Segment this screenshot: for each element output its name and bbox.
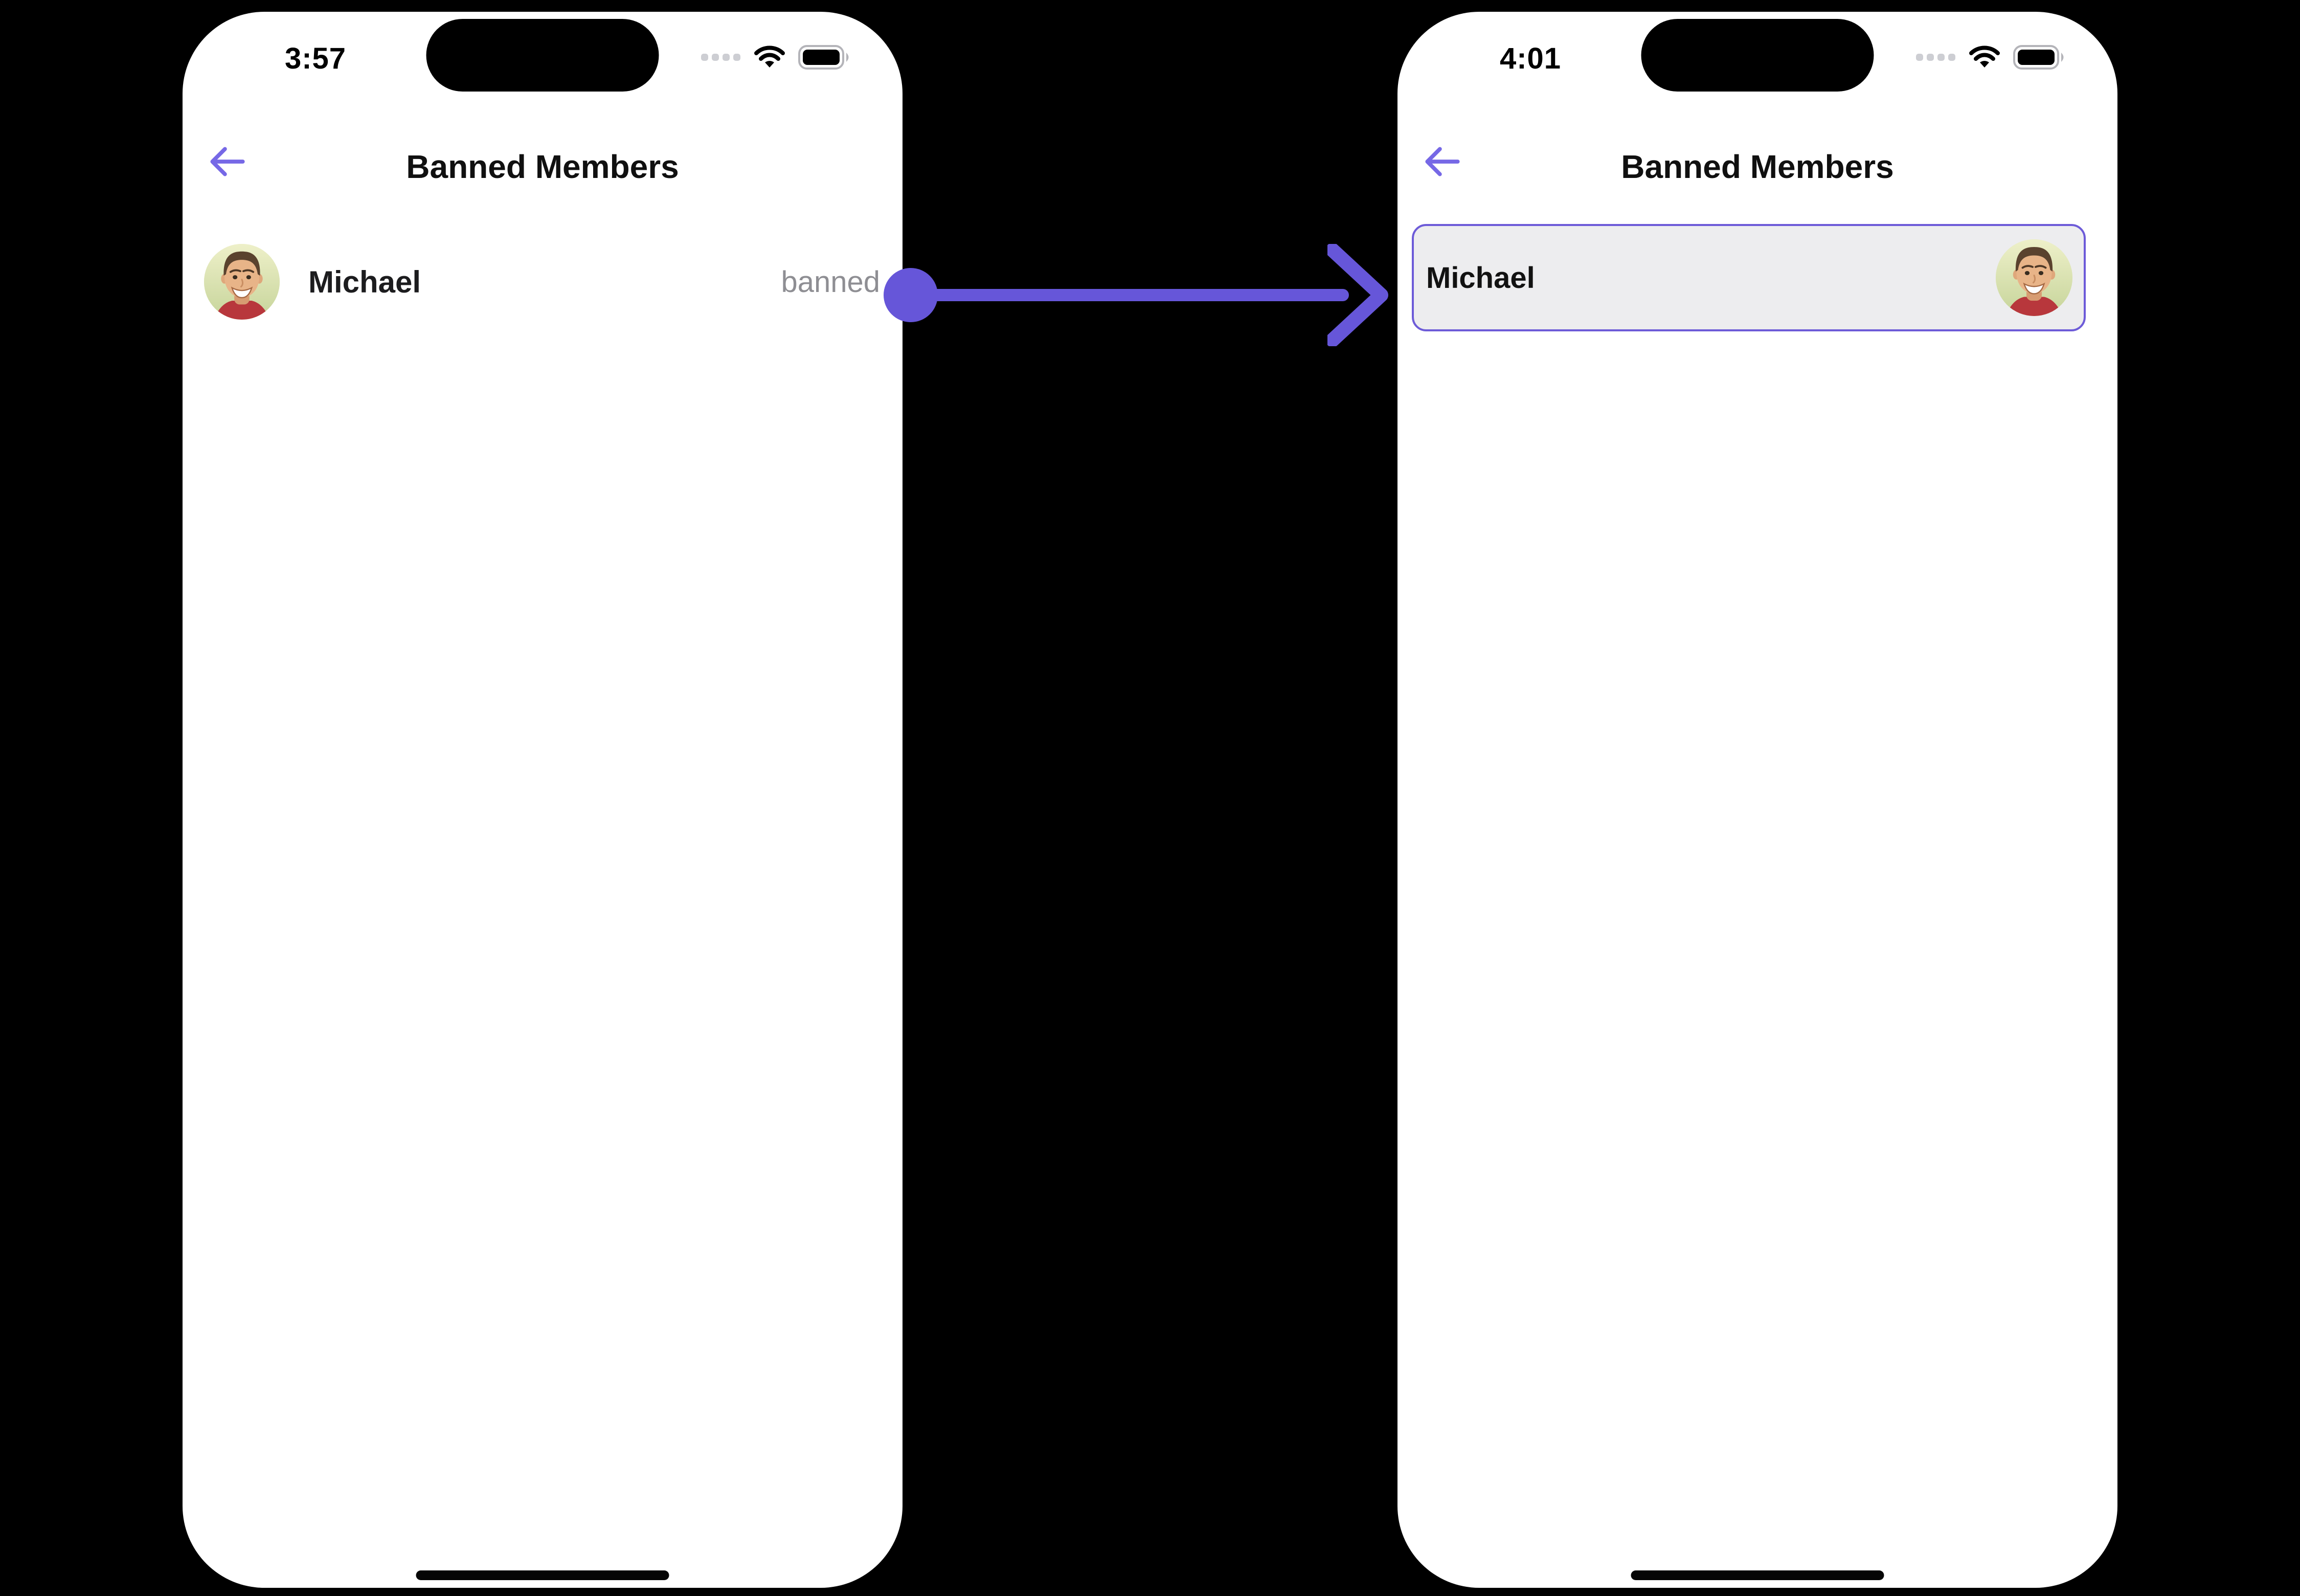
cellular-signal-dots-icon (1916, 54, 1955, 61)
michael-profile-photo (204, 244, 280, 320)
wifi-icon (754, 46, 785, 68)
dynamic-island (1641, 19, 1874, 92)
member-name: Michael (1426, 261, 1535, 295)
status-icons (1916, 42, 2066, 72)
home-indicator (416, 1570, 669, 1580)
arrow-left-icon (210, 147, 245, 176)
back-button[interactable] (1421, 141, 1463, 183)
banned-member-list-item[interactable]: Michael banned (204, 243, 880, 321)
member-name: Michael (308, 264, 421, 299)
cellular-signal-dots-icon (701, 54, 740, 61)
banned-member-card[interactable]: Michael (1412, 224, 2086, 331)
status-icons (701, 42, 851, 72)
wifi-icon (1969, 46, 2000, 68)
page-title: Banned Members (406, 148, 679, 185)
flow-connector-line (910, 289, 1349, 301)
home-indicator (1631, 1570, 1884, 1580)
battery-full-icon (798, 45, 849, 70)
left-phone-screen: 3:57 Banned Members Michael banned (183, 12, 903, 1588)
right-phone-screen: 4:01 Banned Members Michael (1397, 12, 2117, 1588)
arrow-left-icon (1425, 147, 1460, 176)
flow-arrow-right-icon (1327, 244, 1388, 346)
avatar (1996, 239, 2072, 316)
banned-status-badge: banned (781, 265, 880, 299)
avatar (204, 244, 280, 320)
battery-full-icon (2013, 45, 2064, 70)
status-time: 4:01 (1499, 42, 1562, 75)
status-time: 3:57 (284, 42, 347, 75)
dynamic-island (426, 19, 659, 92)
michael-profile-photo (1996, 239, 2072, 316)
page-title: Banned Members (1621, 148, 1894, 185)
back-button[interactable] (206, 141, 248, 183)
